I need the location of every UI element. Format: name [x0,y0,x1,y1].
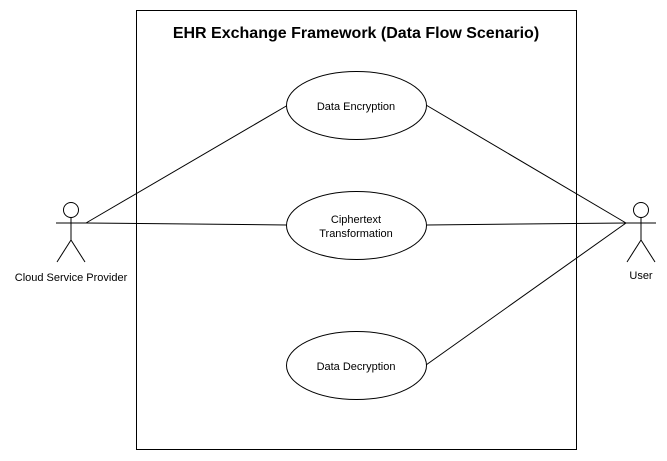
actor-cloud-service-provider: Cloud Service Provider [15,202,128,284]
association-user-encryption [425,104,627,224]
stick-figure-icon [626,202,656,263]
association-provider-transformation [85,222,288,226]
actor-user: User [626,202,656,282]
association-user-transformation [426,222,627,226]
use-case-label: Data Encryption [317,101,395,113]
diagram-title: EHR Exchange Framework (Data Flow Scenar… [173,25,539,42]
use-case-label: Data Decryption [317,361,396,373]
use-case-label-line-2: Transformation [319,228,393,240]
actor-label: User [629,270,653,282]
stick-figure-icon [56,202,86,263]
use-case-ellipse [286,331,427,400]
use-case-transformation: Ciphertext Transformation [286,191,427,260]
association-user-decryption [425,222,627,366]
use-case-ellipse [286,71,427,140]
use-case-decryption: Data Decryption [286,331,427,400]
associations [85,104,627,366]
use-case-ellipse [286,191,427,260]
association-provider-encryption [85,104,289,224]
actor-label: Cloud Service Provider [15,272,128,284]
use-case-encryption: Data Encryption [286,71,427,140]
use-case-label-line-1: Ciphertext [331,214,381,226]
